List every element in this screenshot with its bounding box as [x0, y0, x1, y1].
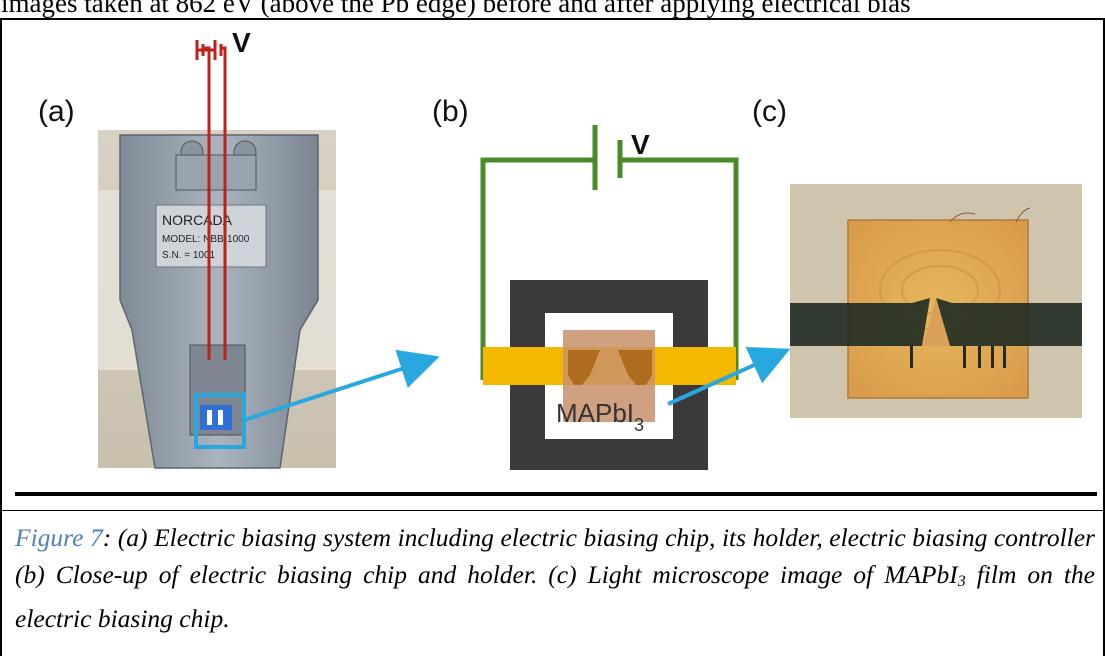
caption-subscript: 3: [957, 573, 966, 590]
panel-label-a: (a): [38, 95, 75, 128]
figure-caption: Figure 7: (a) Electric biasing system in…: [15, 519, 1095, 637]
caption-divider: [0, 510, 1105, 511]
figure-frame: [0, 18, 1105, 656]
circuit-schematic: V MAPbI3: [480, 125, 739, 470]
plate-serial: S.N. = 1001: [162, 250, 216, 261]
panel-label-c: (c): [752, 95, 787, 128]
chip-in-holder: [200, 405, 232, 430]
figure-graphics: NORCADA MODEL: NBB-1000 S.N. = 1001 V: [98, 27, 1082, 470]
voltage-label-b: V: [631, 129, 650, 160]
norcada-label-plate: [155, 204, 267, 268]
figure-rule: [15, 492, 1097, 496]
voltage-label-a: V: [232, 27, 251, 58]
red-bias-wires: [195, 40, 227, 360]
svg-text:MAPbI3: MAPbI3: [556, 398, 644, 435]
arrow-a-to-b: [243, 349, 440, 422]
circuit-wire-right: [622, 157, 739, 380]
panel-label-b: (b): [432, 95, 469, 128]
material-label-b: MAPbI: [556, 398, 634, 428]
chip-highlight-box: [194, 393, 246, 449]
left-electrode: [790, 298, 930, 346]
circuit-wire-left: [480, 157, 595, 380]
microscope-image: [790, 184, 1082, 418]
caption-text: : (a) Electric biasing system including …: [15, 523, 1095, 589]
left-electrode-tip: [568, 350, 600, 385]
material-label-b-sub: 3: [634, 415, 644, 435]
plate-brand: NORCADA: [162, 212, 233, 228]
arrow-b-to-c: [667, 346, 791, 406]
right-electrode-tip: [618, 350, 652, 385]
figure-reference[interactable]: Figure 7: [15, 523, 103, 552]
caption-text-end: film on the electric biasing chip.: [15, 560, 1095, 633]
figure-7: (a) (b) (c): [38, 27, 1082, 470]
right-electrode: [936, 298, 1082, 346]
preceding-text-line: images taken at 862 eV (above the Pb edg…: [1, 0, 911, 18]
plate-model: MODEL: NBB-1000: [162, 234, 250, 245]
holder-photo: NORCADA MODEL: NBB-1000 S.N. = 1001: [98, 130, 336, 469]
